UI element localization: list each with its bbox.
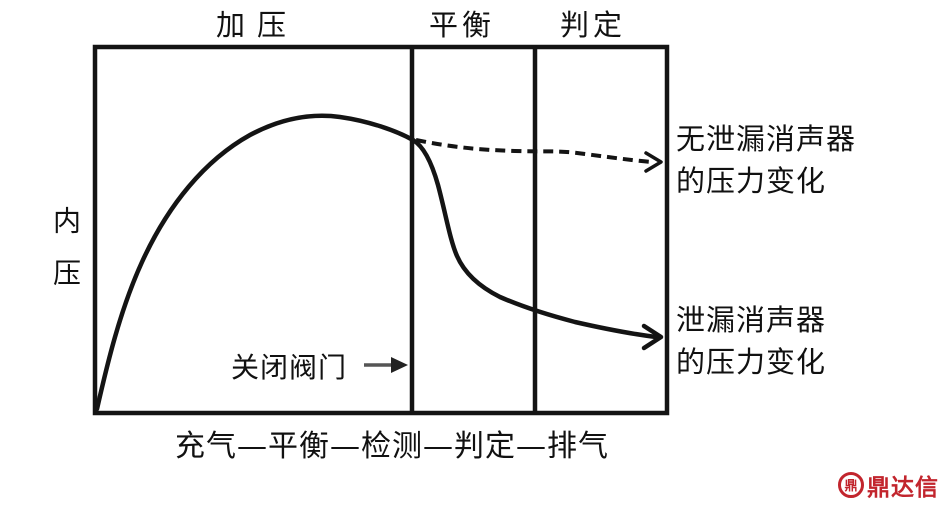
dingdaxin-logo-icon: 鼎 — [838, 472, 864, 498]
x-axis-label: 充气—平衡—检测—判定—排气 — [175, 429, 609, 464]
brand-watermark: 鼎 鼎达信 — [838, 468, 939, 502]
no-leak-annotation: 无泄漏消声器 的压力变化 — [676, 122, 857, 198]
leak-curve-arrowhead-icon — [641, 323, 664, 351]
leak-pressure-curve — [410, 137, 659, 340]
leak-annotation: 泄漏消声器 的压力变化 — [676, 303, 827, 379]
pressure-rise-curve — [94, 113, 416, 412]
no-leak-pressure-curve — [415, 138, 653, 164]
phase-label-judge: 判定 — [559, 8, 627, 42]
close-valve-arrow-icon — [391, 357, 408, 373]
plot-border — [92, 44, 670, 416]
brand-name: 鼎达信 — [867, 474, 939, 500]
y-axis-label: 内压 — [49, 206, 82, 310]
phase-label-pressurize: 加压 — [215, 8, 299, 42]
close-valve-annotation: 关闭阀门 — [231, 351, 348, 384]
phase-label-balance: 平衡 — [428, 8, 496, 42]
no-leak-curve-arrowhead-icon — [644, 151, 663, 173]
